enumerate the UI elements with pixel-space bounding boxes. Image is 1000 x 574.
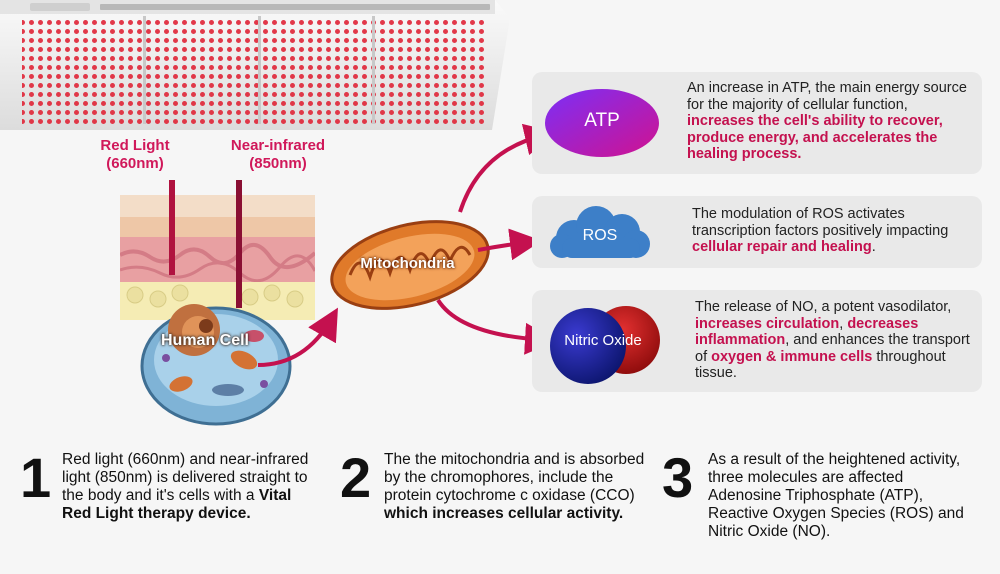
nitric-oxide-molecule xyxy=(550,306,660,384)
atp-text: An increase in ATP, the main energy sour… xyxy=(687,80,967,113)
atp-blob xyxy=(545,89,659,157)
no-highlight-1: increases circulation xyxy=(695,315,840,332)
step-plain: Red light (660nm) and near-infrared ligh… xyxy=(62,451,309,504)
step-number: 3 xyxy=(662,446,694,509)
ros-tail: . xyxy=(871,239,876,255)
arrow-mitochondria-to-ros xyxy=(477,228,542,261)
arrow-mitochondria-to-no xyxy=(436,298,557,355)
step-plain: The the mitochondria and is absorbed by … xyxy=(384,451,645,504)
ros-label: ROS xyxy=(582,227,618,244)
red-light-title: Red Light xyxy=(100,137,170,154)
atp-label: ATP xyxy=(584,110,620,131)
step-text: The the mitochondria and is absorbed by … xyxy=(384,451,646,523)
step-bold: which increases cellular activity. xyxy=(384,505,624,522)
mitochondria-label: Mitochondria xyxy=(360,255,455,272)
red-light-wavelength: (660nm) xyxy=(106,155,164,172)
led-panel-device xyxy=(0,0,510,130)
ros-card: ROS The modulation of ROS activates tran… xyxy=(532,196,982,268)
nir-title: Near-infrared xyxy=(230,137,326,154)
nir-light-beam xyxy=(236,180,242,308)
step-bold: Vital Red Light therapy device. xyxy=(62,487,292,522)
nir-wavelength: (850nm) xyxy=(249,155,307,172)
human-cell-label: Human Cell xyxy=(160,332,249,349)
nitric-oxide-card: Nitric Oxide The release of NO, a potent… xyxy=(532,290,982,392)
ros-highlight: cellular repair and healing xyxy=(692,239,872,255)
red-light-label: Red Light (660nm) xyxy=(90,137,180,173)
atp-description: An increase in ATP, the main energy sour… xyxy=(687,80,977,163)
nitric-oxide-label: Nitric Oxide xyxy=(564,332,642,349)
step-number: 1 xyxy=(20,446,52,509)
step-plain: As a result of the heightened activity, … xyxy=(708,451,964,540)
nitric-oxide-description: The release of NO, a potent vasodilator,… xyxy=(695,299,977,382)
ros-text: The modulation of ROS activates transcri… xyxy=(692,206,949,239)
mitochondria-illustration xyxy=(330,220,490,310)
no-text-1: The release of NO, a potent vasodilator, xyxy=(695,299,952,315)
arrow-cell-to-mitochondria xyxy=(257,307,338,367)
ros-description: The modulation of ROS activates transcri… xyxy=(692,206,977,256)
arrow-mitochondria-to-atp xyxy=(458,123,557,213)
human-cell-illustration xyxy=(140,304,292,426)
atp-card: ATP An increase in ATP, the main energy … xyxy=(532,72,982,174)
nir-label: Near-infrared (850nm) xyxy=(218,137,338,173)
ros-cloud xyxy=(550,206,650,258)
no-highlight-3: oxygen & immune cells xyxy=(711,348,873,365)
no-text-2: , xyxy=(839,315,848,332)
step-number: 2 xyxy=(340,446,372,509)
atp-highlight: increases the cell's ability to recover,… xyxy=(687,113,943,162)
no-text-4: throughout tissue. xyxy=(695,348,946,382)
step-text: As a result of the heightened activity, … xyxy=(708,451,973,541)
step-text: Red light (660nm) and near-infrared ligh… xyxy=(62,451,312,523)
skin-layers-illustration xyxy=(120,195,315,320)
no-text-3: , and enhances the transport of xyxy=(695,332,970,365)
no-highlight-2: decreases inflammation xyxy=(695,315,919,349)
red-light-beam xyxy=(169,180,175,275)
